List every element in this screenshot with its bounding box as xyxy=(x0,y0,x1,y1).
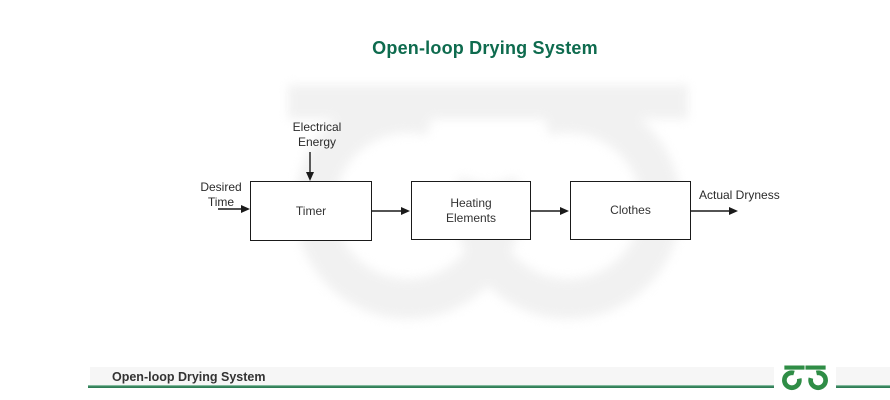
block-heating-elements-label: Heating Elements xyxy=(445,196,497,225)
block-clothes-label: Clothes xyxy=(610,203,651,218)
label-electrical-energy: Electrical Energy xyxy=(292,120,342,149)
label-actual-dryness: Actual Dryness xyxy=(699,188,780,202)
page-title: Open-loop Drying System xyxy=(372,38,598,58)
geeksforgeeks-logo xyxy=(774,359,836,393)
footer-bar xyxy=(90,367,890,386)
block-heating-elements: Heating Elements xyxy=(411,181,531,240)
geeksforgeeks-logo-icon xyxy=(782,365,828,391)
label-desired-time: Desired Time xyxy=(200,180,242,209)
block-clothes: Clothes xyxy=(570,181,691,240)
footer-caption: Open-loop Drying System xyxy=(112,370,266,384)
block-timer-label: Timer xyxy=(295,203,327,218)
block-timer: Timer xyxy=(250,181,372,241)
footer-rule xyxy=(88,385,890,388)
